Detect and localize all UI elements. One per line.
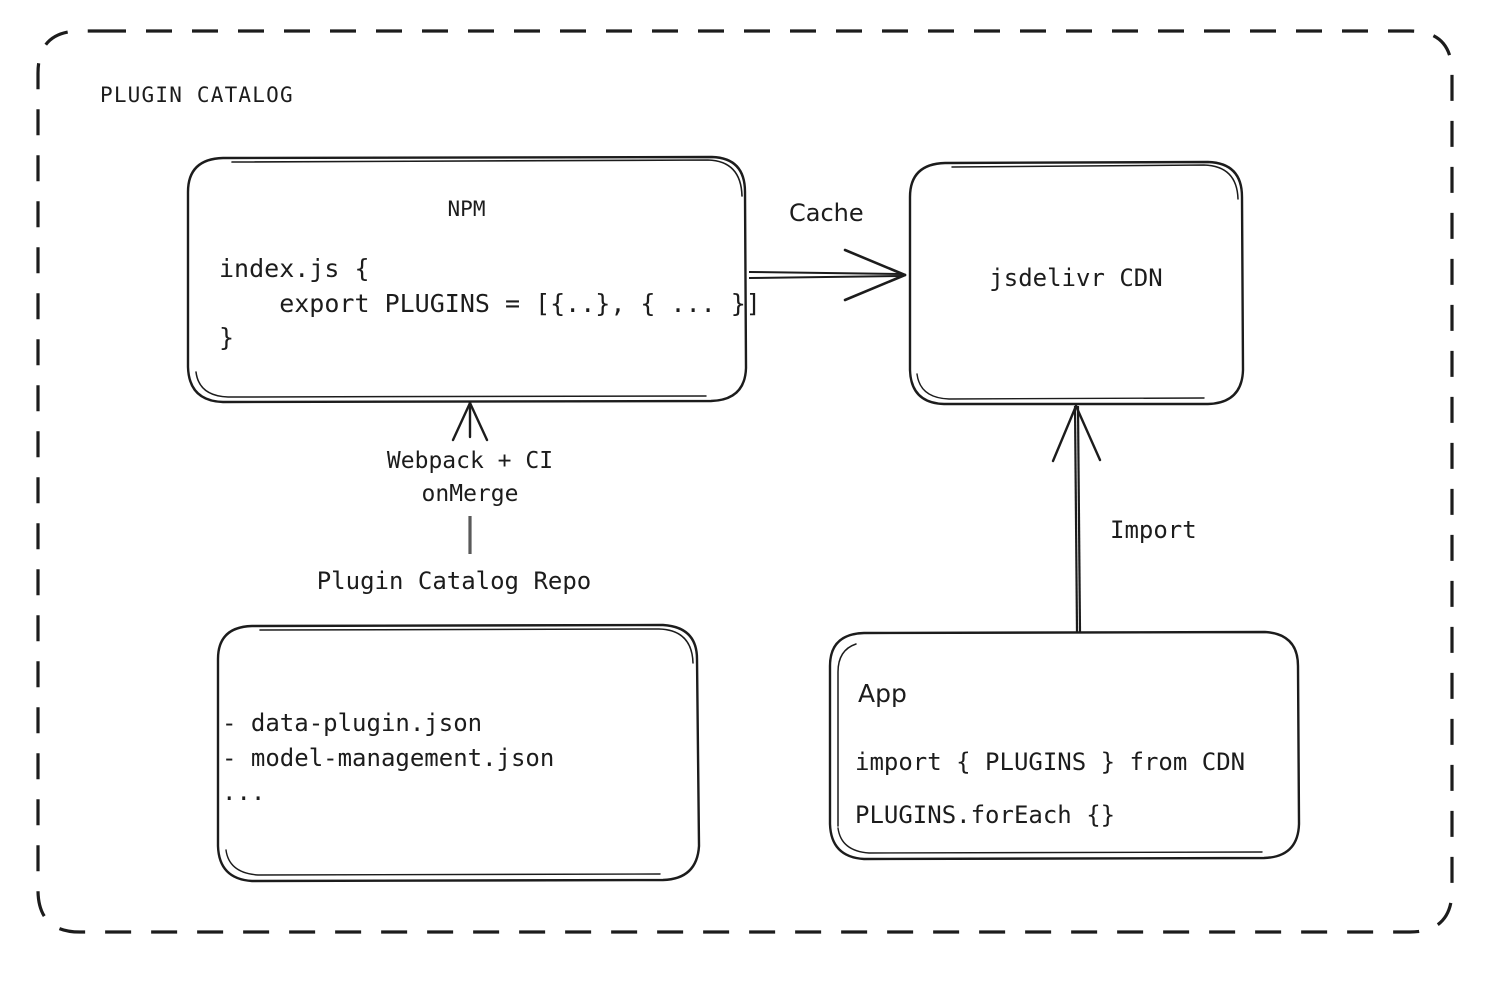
npm-node-title: NPM bbox=[447, 197, 486, 221]
npm-node-code: index.js { export PLUGINS = [{..}, { ...… bbox=[219, 254, 761, 352]
cache-arrow bbox=[748, 248, 907, 302]
webpack-edge-label: Webpack + CI onMerge bbox=[386, 448, 554, 507]
app-code-line-1: import { PLUGINS } from CDN bbox=[855, 748, 1246, 776]
app-node-code: import { PLUGINS } from CDN PLUGINS.forEa… bbox=[855, 736, 1245, 843]
app-node-title: App bbox=[858, 679, 907, 708]
import-edge-label: Import bbox=[1110, 516, 1197, 544]
cdn-node-title: jsdelivr CDN bbox=[989, 264, 1163, 292]
repo-node-items: - data-plugin.json - model-management.js… bbox=[222, 709, 555, 807]
repo-node-caption: Plugin Catalog Repo bbox=[316, 567, 592, 595]
container-title: PLUGIN CATALOG bbox=[100, 83, 294, 107]
import-arrow bbox=[1051, 404, 1102, 633]
app-code-line-2: PLUGINS.forEach {} bbox=[855, 801, 1116, 830]
cache-edge-label: Cache bbox=[789, 199, 864, 227]
